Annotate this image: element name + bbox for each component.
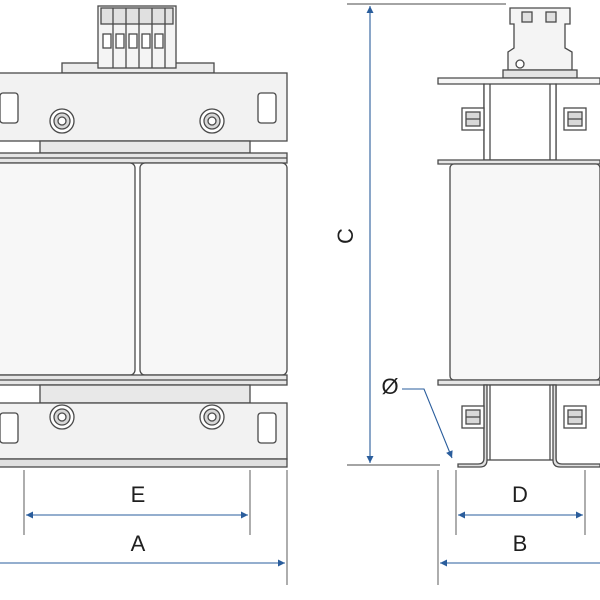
dimension-a-label: A [131, 531, 146, 556]
bolt-icon [199, 108, 225, 134]
diameter-label: Ø [381, 374, 398, 399]
dimension-e-label: E [131, 482, 146, 507]
bolt-icon [49, 404, 75, 430]
front-view [0, 5, 288, 468]
bolt-side-icon [563, 107, 587, 131]
bolt-icon [199, 404, 225, 430]
side-view [437, 7, 600, 468]
dimension-c-label: C [333, 228, 358, 244]
bolt-icon [49, 108, 75, 134]
bolt-side-icon [461, 107, 485, 131]
terminal-block [61, 5, 215, 74]
diameter-leader [402, 388, 453, 459]
bolt-side-icon [461, 405, 485, 429]
bottom-clamp-frame [0, 384, 288, 468]
bolt-side-icon [563, 405, 587, 429]
terminal-block-side [502, 7, 578, 79]
coil-bobbins [0, 152, 288, 386]
coil-side [437, 159, 600, 386]
dimension-d-label: D [512, 482, 528, 507]
dimension-labels: E A D B C Ø [131, 228, 528, 556]
dimension-b-label: B [513, 531, 528, 556]
dimension-lines [0, 3, 600, 585]
top-clamp-frame [0, 72, 288, 154]
